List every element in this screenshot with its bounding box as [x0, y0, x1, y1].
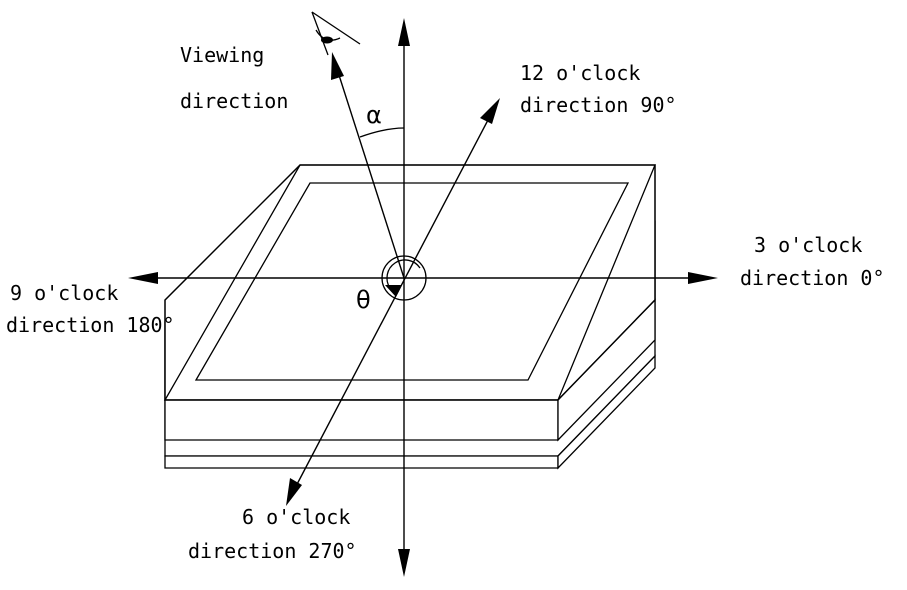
six-oclock-label-line2: direction 270° — [188, 539, 357, 563]
theta-label: θ — [356, 286, 371, 314]
six-oclock-label-line1: 6 o'clock — [242, 505, 350, 529]
theta-arc — [386, 259, 421, 289]
viewing-label-line2: direction — [180, 89, 288, 113]
horizontal-axis — [128, 272, 718, 284]
three-oclock-label-line2: direction 0° — [740, 266, 885, 290]
lcd-panel — [163, 164, 656, 442]
three-oclock-label-line1: 3 o'clock — [754, 233, 862, 257]
panel-inner-frame — [194, 182, 630, 381]
alpha-arc — [359, 127, 405, 138]
twelve-oclock-label-line1: 12 o'clock — [520, 61, 640, 85]
nine-oclock-label-line2: direction 180° — [6, 313, 175, 337]
panel-top-outer-edges — [163, 164, 656, 401]
nine-oclock-label-line1: 9 o'clock — [10, 281, 118, 305]
diagonal-axis-12-6 — [286, 98, 500, 506]
theta-arrowhead — [385, 285, 402, 297]
viewing-label-line1: Viewing — [180, 43, 264, 67]
viewing-direction-arrow — [331, 52, 405, 279]
eye-icon — [311, 11, 361, 56]
twelve-oclock-label-line2: direction 90° — [520, 93, 677, 117]
vertical-axis — [398, 18, 410, 577]
alpha-label: α — [366, 101, 382, 129]
center-circle — [381, 255, 427, 301]
